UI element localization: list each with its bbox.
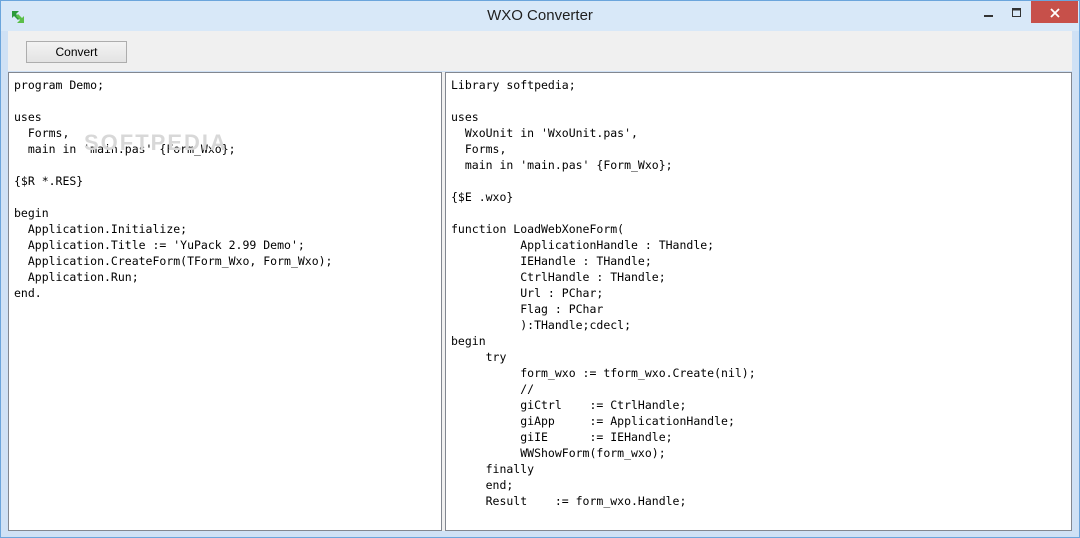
- maximize-icon: [1012, 3, 1022, 22]
- minimize-icon: [984, 3, 994, 22]
- output-pane[interactable]: Library softpedia; uses WxoUnit in 'WxoU…: [445, 72, 1072, 531]
- editor-area: program Demo; uses Forms, main in 'main.…: [8, 72, 1072, 531]
- app-icon[interactable]: [10, 9, 26, 25]
- maximize-button[interactable]: [1003, 1, 1031, 23]
- convert-button[interactable]: Convert: [26, 41, 127, 63]
- window-bottom-border: [1, 531, 1079, 537]
- minimize-button[interactable]: [975, 1, 1003, 23]
- title-bar[interactable]: WXO Converter: [1, 1, 1079, 31]
- source-pane[interactable]: program Demo; uses Forms, main in 'main.…: [8, 72, 442, 531]
- output-code-text[interactable]: Library softpedia; uses WxoUnit in 'WxoU…: [451, 78, 756, 508]
- window-title: WXO Converter: [487, 7, 593, 24]
- source-code-text[interactable]: program Demo; uses Forms, main in 'main.…: [14, 78, 333, 300]
- close-icon: [1049, 3, 1060, 22]
- close-button[interactable]: [1031, 1, 1078, 23]
- toolbar: Convert: [8, 31, 1072, 71]
